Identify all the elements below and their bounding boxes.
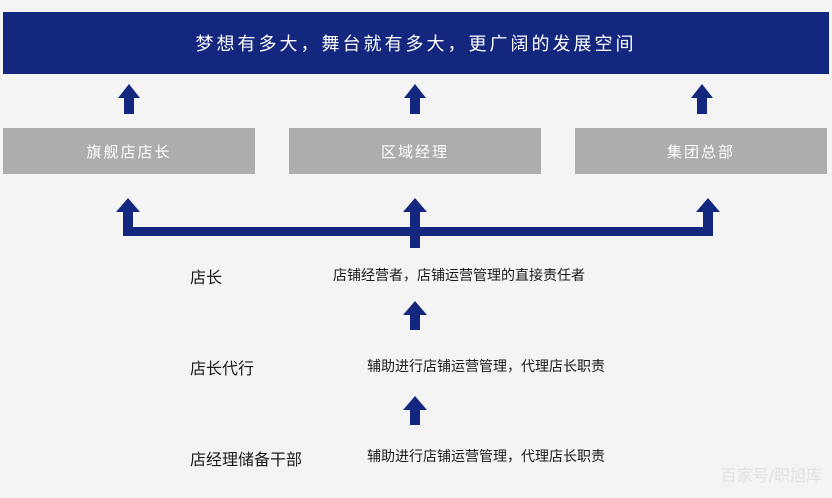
- destination-label: 区域经理: [380, 142, 449, 161]
- level-description-reserve-cadre: 辅助进行店铺运营管理，代理店长职责: [367, 449, 605, 465]
- level-description-store-manager: 店铺经营者，店铺运营管理的直接责任者: [333, 268, 585, 284]
- arrow-up-icon: [403, 198, 427, 248]
- watermark: 百家号/职旭库: [720, 466, 822, 485]
- banner-text: 梦想有多大，舞台就有多大，更广阔的发展空间: [195, 34, 637, 55]
- destination-label: 旗舰店店长: [86, 142, 172, 161]
- arrow-up-icon: [118, 84, 140, 114]
- banner: 梦想有多大，舞台就有多大，更广阔的发展空间: [3, 12, 829, 74]
- arrow-up-icon: [691, 84, 713, 114]
- destination-box-group-headquarters: 集团总部: [575, 128, 827, 174]
- level-title-store-manager: 店长: [190, 268, 223, 287]
- level-title-reserve-cadre: 店经理储备干部: [190, 450, 303, 469]
- arrow-up-icon: [403, 396, 427, 425]
- destination-box-flagship-manager: 旗舰店店长: [3, 128, 255, 174]
- arrow-up-icon: [696, 198, 720, 230]
- arrow-up-icon: [116, 198, 140, 230]
- destination-box-regional-manager: 区域经理: [289, 128, 541, 174]
- arrow-up-icon: [403, 301, 427, 330]
- destination-label: 集团总部: [666, 142, 735, 161]
- arrow-up-icon: [404, 84, 426, 114]
- level-title-acting-manager: 店长代行: [190, 359, 255, 378]
- level-description-acting-manager: 辅助进行店铺运营管理，代理店长职责: [367, 359, 605, 375]
